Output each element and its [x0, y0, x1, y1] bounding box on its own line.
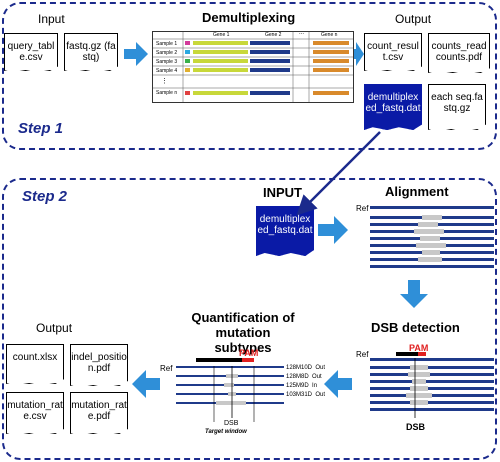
demux-header-gene2: Gene 2 [265, 32, 282, 38]
demux-row-2: Sample 2 [156, 50, 178, 56]
demux-row-ellipsis: ⋮ [161, 78, 168, 85]
step1-input-title: Input [38, 12, 65, 26]
arrow-input-to-alignment [318, 216, 348, 244]
counts-readcounts-file: counts_readcounts.pdf [428, 33, 490, 73]
arrow-quant-to-output [132, 370, 160, 398]
alignment-reads [370, 206, 494, 268]
step2-input-title: INPUT [263, 185, 302, 200]
quant-ref-label: Ref [160, 364, 173, 373]
alignment-ref-label: Ref [356, 204, 369, 213]
mutation-rate-pdf-file: mutation_rate.pdf [70, 392, 128, 434]
demux-header-ellipsis: ... [299, 30, 305, 36]
mutation-rate-csv-file: mutation_rate.csv [6, 392, 64, 434]
mutation-row-3: 125M9D In [286, 383, 318, 389]
count-xlsx-file: count.xlsx [6, 344, 64, 384]
step2-label: Step 2 [22, 188, 68, 205]
arrow-dsb-to-quant [324, 370, 352, 398]
step1-panel [2, 2, 497, 150]
quant-reads [176, 358, 284, 422]
dsb-pam-label: PAM [409, 343, 429, 353]
demux-row-1: Sample 1 [156, 41, 178, 47]
step2-output-title: Output [36, 321, 73, 335]
demux-row-4: Sample 4 [156, 68, 178, 74]
dsb-reads [370, 352, 494, 418]
demux-bars [153, 32, 353, 102]
dsb-detection-title: DSB detection [371, 320, 460, 335]
arrow-input-to-demux [124, 42, 148, 66]
mutation-row-2: 128M8D Out [286, 374, 322, 380]
demultiplexing-title: Demultiplexing [202, 10, 296, 25]
dsb-ref-label: Ref [356, 350, 369, 359]
demux-header-genen: Gene n [321, 32, 338, 38]
mutation-row-1: 128M10D Out [286, 365, 326, 371]
quant-pam-label: PAM [239, 348, 259, 358]
quantification-title: Quantification of mutation subtypes [191, 310, 295, 355]
step1-label: Step 1 [18, 120, 64, 137]
alignment-title: Alignment [385, 184, 449, 199]
demux-row-3: Sample 3 [156, 59, 178, 65]
step2-panel [2, 178, 497, 460]
demux-header-gene1: Gene 1 [213, 32, 230, 38]
step1-output-title: Output [395, 12, 432, 26]
arrow-alignment-to-dsb [400, 280, 428, 308]
target-window-label: Target window [205, 429, 247, 435]
dsb-label: DSB [406, 422, 426, 432]
demux-table: Gene 1 Gene 2 ... Gene n Sample 1 Sample… [152, 30, 354, 103]
quant-dsb-label: DSB [224, 420, 239, 427]
demultiplexed-fastq-file: demultiplexed_fastq.dat [364, 84, 422, 130]
indel-position-file: indel_position.pdf [70, 344, 128, 386]
mutation-row-4: 103M31D Out [286, 392, 326, 398]
arrow-step1-to-step2 [296, 131, 381, 216]
arrow-demux-to-output [354, 42, 364, 66]
demux-row-n: Sample n [156, 90, 178, 96]
